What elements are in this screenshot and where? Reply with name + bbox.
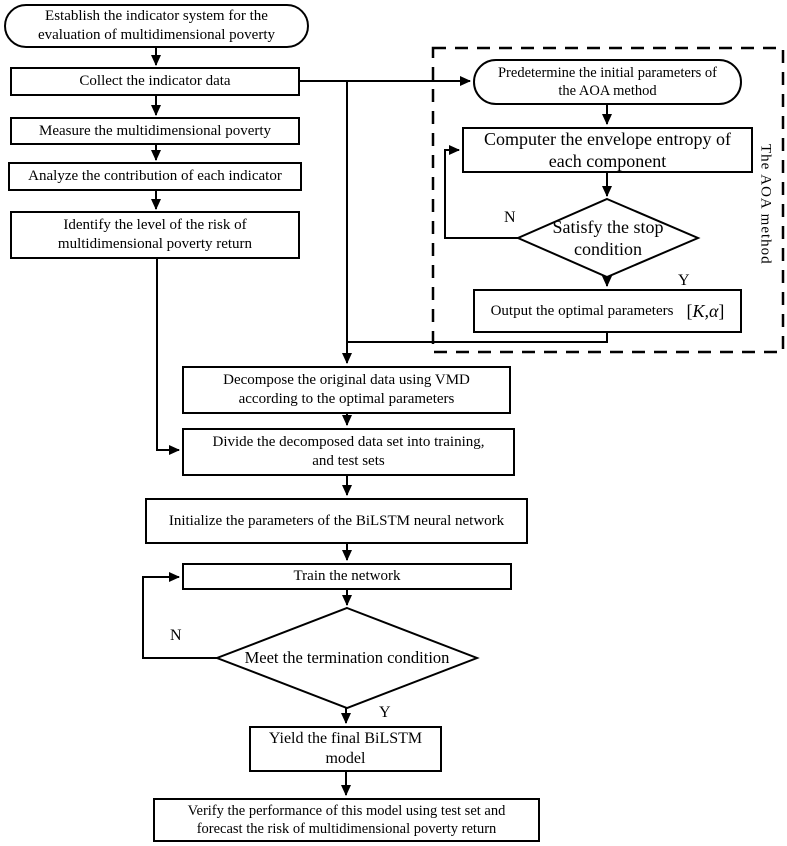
meet-diamond-label: Meet the termination condition [244,647,450,667]
meet-yes-label: Y [379,704,391,721]
computer-box: Computer the envelope entropy of each co… [462,127,753,173]
formula-open-bracket: [ [686,300,693,321]
satisfy-diamond-label: Satisfy the stop condition [552,216,664,260]
identify-to-divide-arrow [156,259,180,455]
decompose-box: Decompose the original data using VMD ac… [182,366,511,414]
measure-box: Measure the multidimensional poverty [10,117,300,145]
output-box: Output the optimal parameters [K,α] [473,289,742,333]
aoa-region-label: The AOA method [757,143,774,265]
satisfy-yes-label: Y [678,272,690,289]
aoa-region-dashed-box [431,46,785,354]
meet-no-loop-arrow [142,572,217,659]
meet-no-label: N [170,627,182,644]
collect-box: Collect the indicator data [10,67,300,96]
analyze-box: Analyze the contribution of each indicat… [8,162,302,191]
yield-box: Yield the final BiLSTM model [249,726,442,772]
satisfy-no-label: N [504,209,516,226]
verify-box: Verify the performance of this model usi… [153,798,540,842]
divide-box: Divide the decomposed data set into trai… [182,428,515,476]
output-formula: [K,α] [686,300,724,323]
initialize-box: Initialize the parameters of the BiLSTM … [145,498,528,544]
formula-body: K,α [692,300,719,321]
formula-close-bracket: ] [718,300,725,321]
output-label: Output the optimal parameters [490,302,674,319]
identify-box: Identify the level of the risk of multid… [10,211,300,259]
output-to-decompose-line [347,333,608,343]
satisfy-diamond-shape [515,197,701,279]
train-box: Train the network [182,563,512,590]
satisfy-no-loop-arrow [444,145,518,239]
meet-diamond-shape [214,606,480,710]
predetermine-stadium: Predetermine the initial parameters of t… [473,59,742,105]
establish-ellipse: Establish the indicator system for the e… [4,4,309,48]
